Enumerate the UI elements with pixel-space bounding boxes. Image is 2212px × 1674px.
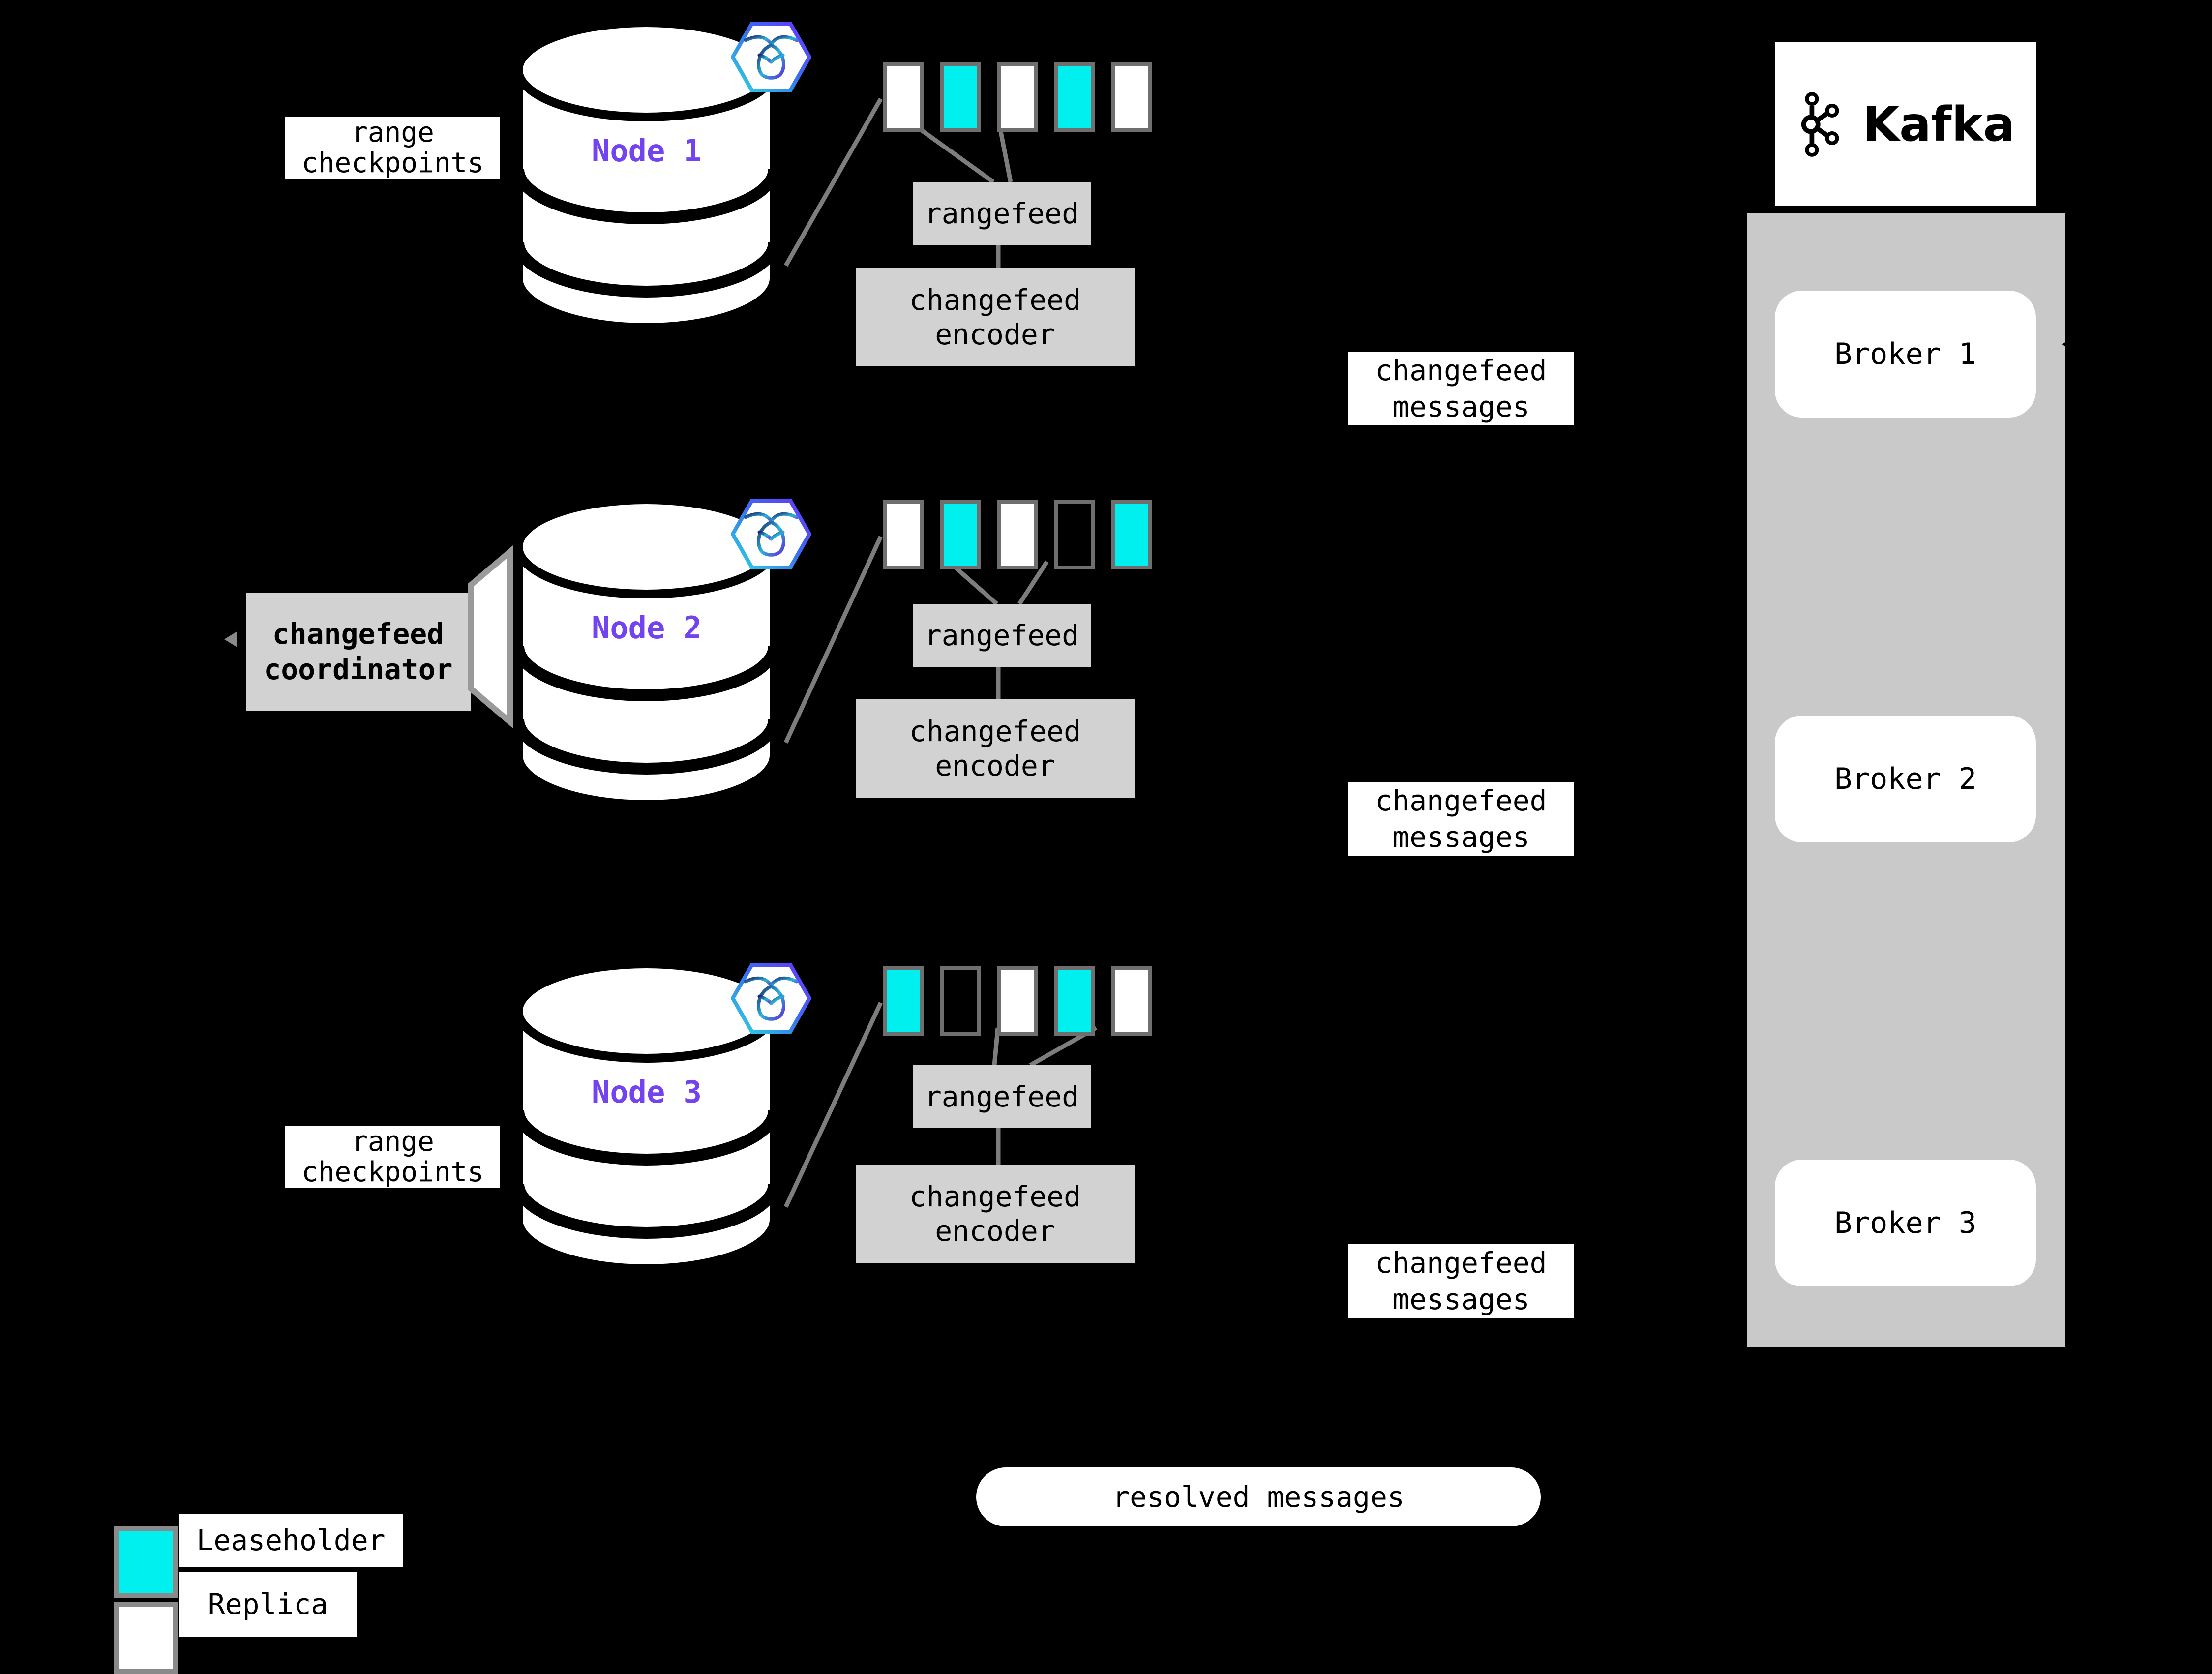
broker-1-label: Broker 1 [1834, 337, 1976, 371]
node3-changefeed-encoder-box: changefeed encoder [856, 1165, 1135, 1263]
node3-ranges [883, 966, 1152, 1036]
resolved-messages-pill: resolved messages [976, 1467, 1541, 1526]
range-replica [1111, 62, 1152, 132]
cockroachdb-logo-node1 [731, 22, 811, 92]
kafka-logo-text: Kafka [1862, 96, 2015, 152]
cockroachdb-logo-node2 [731, 499, 811, 569]
range-checkpoints-line1: range [351, 116, 434, 149]
range-leaseholder [1111, 500, 1152, 569]
encoder-line2: encoder [935, 749, 1055, 782]
legend-leaseholder-text: Leaseholder [196, 1524, 386, 1557]
node1-range3-to-rangefeed-line [997, 123, 1013, 182]
encoder-line2: encoder [935, 318, 1055, 351]
messages-line1: changefeed [1375, 784, 1547, 817]
range-replica [997, 966, 1038, 1036]
range-checkpoints-label-node3: range checkpoints [285, 1126, 500, 1188]
node2-to-ranges-line [783, 536, 883, 744]
legend-replica-swatch [114, 1602, 178, 1674]
messages-line1: changefeed [1375, 354, 1547, 387]
node2-rangefeed-box: rangefeed [913, 604, 1091, 667]
rangefeed-label: rangefeed [924, 619, 1079, 652]
encoder-line2: encoder [935, 1214, 1055, 1248]
changefeed-messages-label-3: changefeed messages [1348, 1244, 1574, 1318]
node2-label: Node 2 [592, 610, 702, 646]
broker-3-label: Broker 3 [1834, 1206, 1976, 1240]
rangefeed-label: rangefeed [924, 197, 1079, 230]
node3-database-cylinder [514, 961, 778, 1270]
range-replica [883, 500, 924, 569]
coordinator-arrowhead-icon [224, 631, 237, 647]
broker-1-box: Broker 1 [1775, 291, 2036, 418]
coordinator-line1: changefeed [272, 617, 445, 651]
coordinator-callout-flag [468, 545, 513, 728]
range-empty [1054, 500, 1095, 569]
messages-line2: messages [1392, 1283, 1530, 1316]
node2-changefeed-encoder-box: changefeed encoder [856, 699, 1135, 798]
messages-line2: messages [1392, 820, 1530, 854]
legend-leaseholder-swatch [114, 1526, 178, 1598]
range-checkpoints-line1: range [351, 1125, 434, 1158]
legend-leaseholder-label: Leaseholder [179, 1514, 403, 1567]
changefeed-messages-label-2: changefeed messages [1348, 782, 1574, 856]
broker-3-box: Broker 3 [1775, 1160, 2036, 1286]
range-leaseholder [1054, 966, 1095, 1036]
node3-rangefeed-box: rangefeed [913, 1065, 1091, 1128]
node1-range1-to-rangefeed-line [911, 122, 995, 184]
messages-line1: changefeed [1375, 1246, 1547, 1280]
node1-to-ranges-line [784, 97, 883, 267]
range-checkpoints-line2: checkpoints [301, 147, 484, 179]
range-checkpoints-label-node1: range checkpoints [285, 117, 500, 179]
node1-rangefeed-box: rangefeed [913, 182, 1091, 245]
range-leaseholder [940, 500, 981, 569]
changefeed-messages-label-1: changefeed messages [1348, 352, 1574, 425]
broker1-arrowhead-icon [2062, 329, 2090, 359]
rangefeed-label: rangefeed [924, 1080, 1079, 1113]
range-replica [997, 62, 1038, 132]
messages-line2: messages [1392, 390, 1530, 423]
encoder-line1: changefeed [909, 715, 1081, 748]
kafka-logo-box: Kafka [1775, 42, 2036, 206]
broker-2-box: Broker 2 [1775, 716, 2036, 842]
resolved-messages-label: resolved messages [1112, 1480, 1405, 1514]
node2-database-cylinder [514, 497, 778, 806]
range-replica [1111, 966, 1152, 1036]
node1-label: Node 1 [592, 133, 702, 169]
cockroachdb-logo-node3 [731, 963, 811, 1034]
encoder-line1: changefeed [909, 1180, 1081, 1213]
node1-ranges [883, 62, 1152, 132]
gray-connector-lines [783, 97, 1098, 1208]
node1-changefeed-encoder-box: changefeed encoder [856, 268, 1135, 366]
node3-to-ranges-line [783, 1002, 883, 1208]
node3-label: Node 3 [592, 1074, 702, 1110]
changefeed-coordinator-box: changefeed coordinator [246, 593, 471, 711]
range-empty [940, 966, 981, 1036]
range-leaseholder [1054, 62, 1095, 132]
broker-2-label: Broker 2 [1834, 762, 1976, 796]
legend-replica-label: Replica [179, 1572, 357, 1637]
range-leaseholder [940, 62, 981, 132]
range-checkpoints-line2: checkpoints [301, 1156, 484, 1188]
kafka-icon [1801, 91, 1839, 157]
range-replica [883, 62, 924, 132]
node2-ranges [883, 500, 1152, 569]
legend-replica-text: Replica [208, 1587, 329, 1621]
range-replica [997, 500, 1038, 569]
encoder-line1: changefeed [909, 283, 1081, 317]
range-leaseholder [883, 966, 924, 1036]
node2-range4-to-rangefeed-line [1017, 560, 1049, 605]
coordinator-line2: coordinator [264, 653, 453, 686]
